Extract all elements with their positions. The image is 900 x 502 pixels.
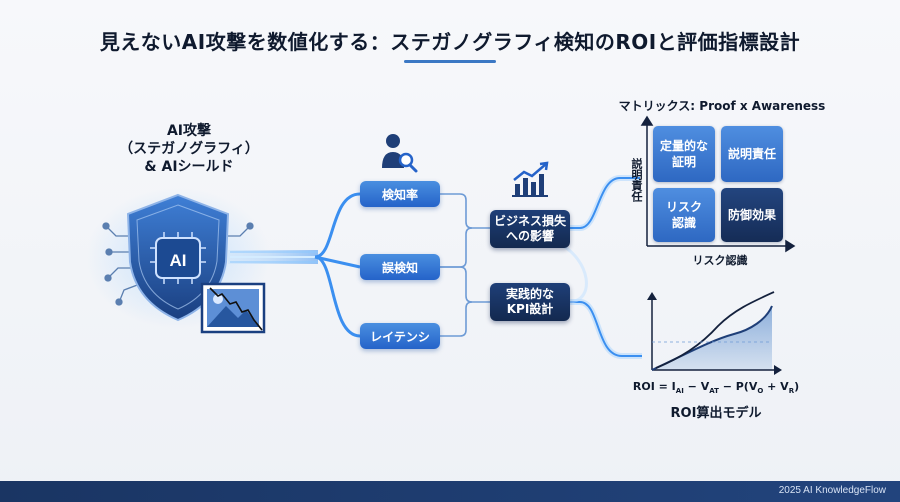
roi-formula-sub: AI (675, 387, 684, 396)
matrix-cell-defense-effect: 防御効果 (721, 188, 783, 242)
footer-text: 2025 AI KnowledgeFlow (778, 485, 886, 496)
metric-detection-rate: 検知率 (360, 181, 440, 207)
roi-formula-part: − P(V (718, 380, 758, 393)
roi-formula-part: − V (683, 380, 710, 393)
chart-trend-icon (512, 161, 549, 197)
matrix-cell-risk-awareness-line1: リスク (665, 200, 702, 214)
matrix-title: マトリックス: Proof x Awareness (618, 99, 826, 113)
outcome-business-loss-line1: ビジネス損失 (493, 214, 566, 228)
roi-formula-sub: AT (709, 387, 719, 396)
outcome-kpi-line1: 実践的な (505, 287, 554, 301)
roi-formula-part: + V (763, 380, 789, 393)
matrix-cell-risk-awareness-line2: 認識 (671, 216, 696, 230)
roi-formula-sub: R (788, 387, 795, 396)
ai-title-line3: & AIシールド (144, 159, 234, 175)
shield-ai-text: AI (170, 251, 187, 270)
ai-title-line2: （ステガノグラフィ） (119, 141, 259, 157)
page-title: 見えないAI攻撃を数値化する：ステガノグラフィ検知のROIと評価指標設計 (99, 30, 801, 54)
outcome-kpi-line2: KPI設計 (506, 302, 554, 316)
outcome-kpi-design: 実践的な KPI設計 (490, 283, 570, 321)
matrix-cell-risk-awareness: リスク 認識 (653, 188, 715, 242)
metric-latency: レイテンシ (360, 323, 440, 349)
roi-formula: ROI = IAI − VAT − P(VO + VR) (626, 380, 806, 395)
roi-formula-part: ) (794, 380, 800, 393)
matrix-axes (640, 115, 796, 253)
matrix-cell-accountability: 説明責任 (721, 126, 783, 182)
roi-formula-sub: O (757, 387, 764, 396)
roi-formula-part: ROI = I (632, 380, 676, 393)
matrix-y-axis-label: 説明責任 (630, 158, 643, 202)
outcome-beams (559, 175, 642, 359)
matrix-cell-quantitative-proof-line1: 定量的な (659, 139, 708, 153)
roi-chart (647, 291, 782, 375)
image-icon (200, 282, 266, 334)
matrix-cell-quantitative-proof-line2: 証明 (671, 155, 696, 169)
metric-connectors (440, 193, 490, 337)
metric-false-positive: 誤検知 (360, 254, 440, 280)
ai-title-line1: AI攻撃 (166, 123, 212, 139)
beam-lines (228, 192, 361, 338)
roi-model-title: ROI算出モデル (670, 406, 762, 421)
outcome-business-loss-line2: への影響 (505, 229, 554, 243)
outcome-business-loss: ビジネス損失 への影響 (490, 210, 570, 248)
footer-bar: 2025 AI KnowledgeFlow (0, 481, 900, 502)
user-search-icon (382, 134, 418, 173)
title-underline (404, 60, 496, 63)
ai-attack-title: AI攻撃 （ステガノグラフィ） & AIシールド (104, 122, 274, 176)
matrix-x-axis-label: リスク認識 (692, 254, 748, 267)
matrix-cell-quantitative-proof: 定量的な 証明 (653, 126, 715, 182)
